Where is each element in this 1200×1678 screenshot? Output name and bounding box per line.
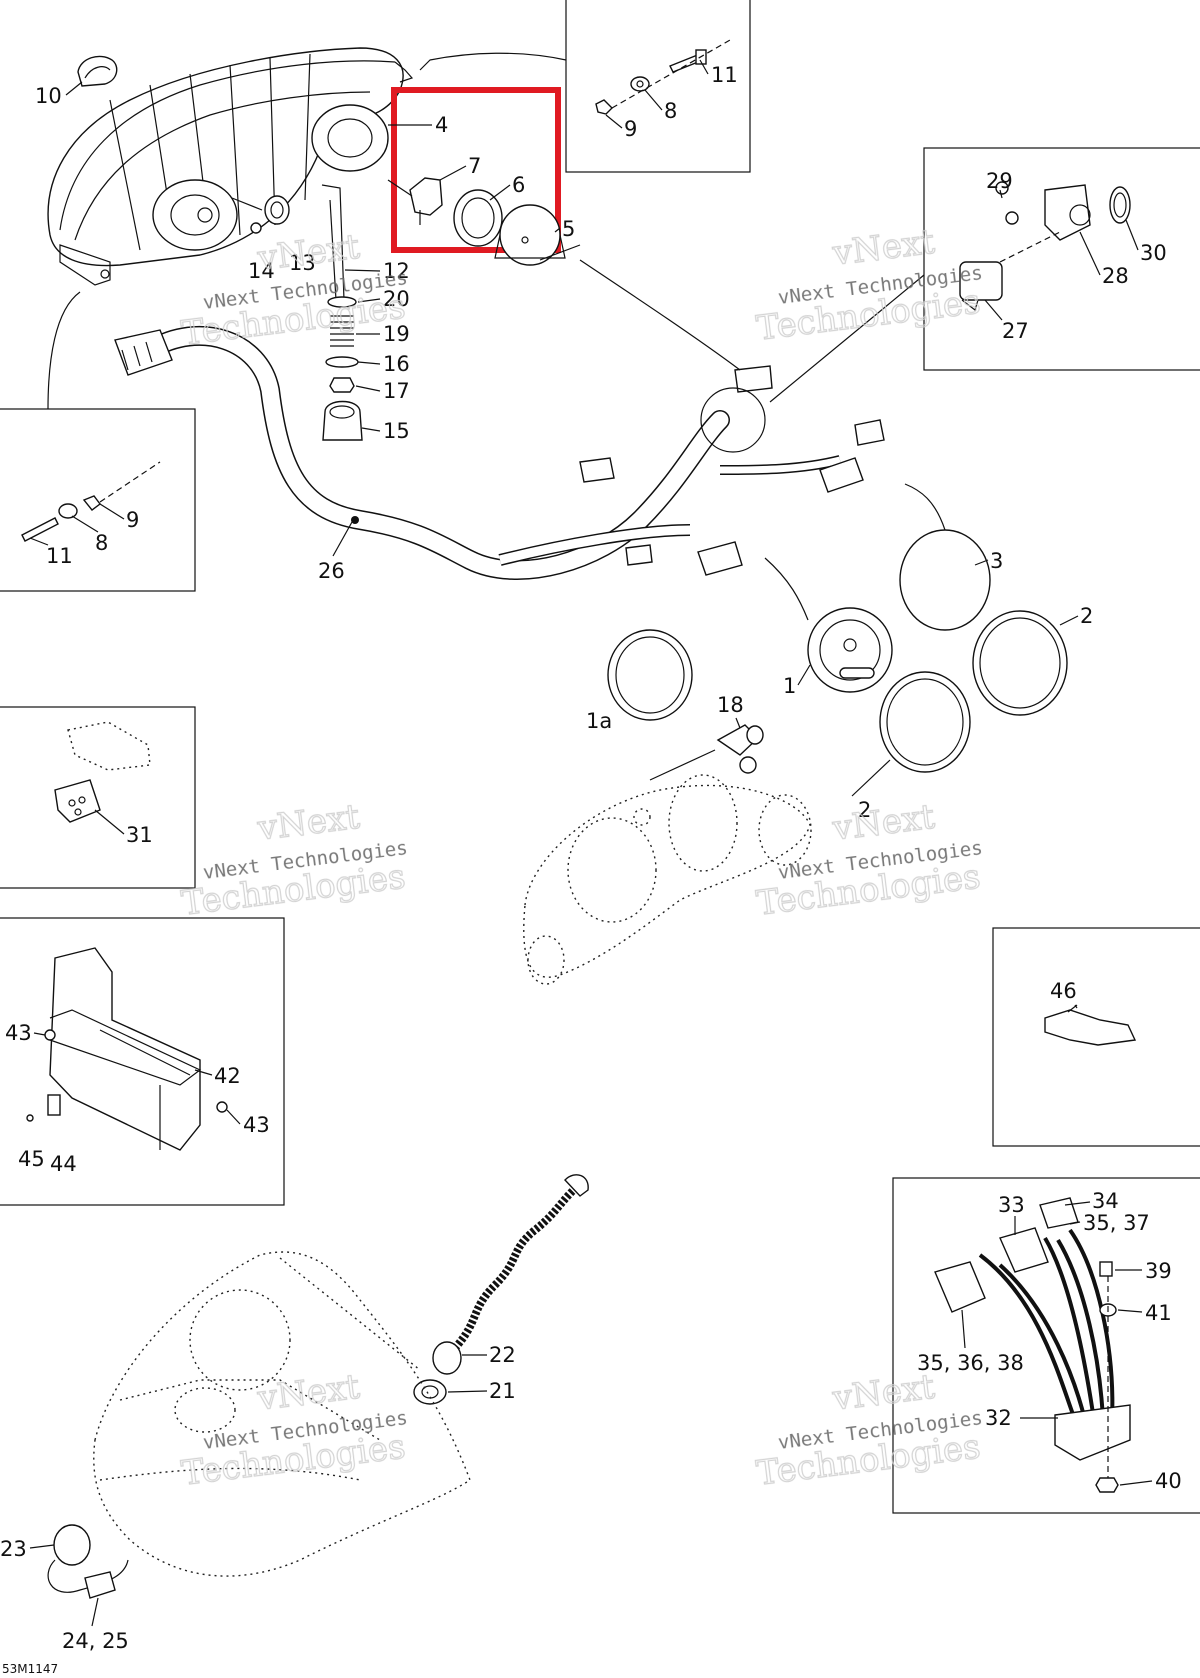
watermark-line1: vNext	[255, 1367, 362, 1419]
callout-13: 13	[289, 251, 316, 275]
callout-12: 12	[383, 259, 410, 283]
leader-arrow-fasteners	[419, 52, 567, 71]
inset-box-relay	[923, 147, 1200, 371]
callout-39: 39	[1145, 1259, 1172, 1283]
callout-8-top: 8	[664, 99, 677, 123]
callout-1a: 1a	[586, 709, 612, 733]
dash-panel	[523, 774, 812, 985]
leader-grommet	[231, 197, 263, 211]
ignition-23	[47, 1524, 129, 1599]
callout-40: 40	[1155, 1469, 1182, 1493]
drawing-code: 53M1147	[2, 1662, 58, 1676]
gauge-cluster-parts	[607, 529, 1068, 773]
callout-11-left: 11	[46, 544, 73, 568]
callout-leaders	[29, 59, 1153, 1627]
callout-labels: 10 4 7 6 5 11 8 9 29 30 28 27 13 14 12 2…	[0, 63, 1182, 1653]
callout-21: 21	[489, 1379, 516, 1403]
callout-10: 10	[35, 84, 62, 108]
callout-7: 7	[468, 154, 481, 178]
callout-46: 46	[1050, 979, 1077, 1003]
callout-8-left: 8	[95, 531, 108, 555]
highlight-box	[391, 87, 561, 253]
leader-cap	[539, 244, 581, 261]
dust-cap-5	[494, 204, 566, 266]
callout-4: 4	[435, 113, 448, 137]
callout-1: 1	[783, 674, 796, 698]
callout-32: 32	[985, 1406, 1012, 1430]
mount-stack	[321, 184, 363, 441]
callout-20: 20	[383, 287, 410, 311]
callout-43-right: 43	[243, 1113, 270, 1137]
callout-11-top: 11	[711, 63, 738, 87]
bracket-42	[26, 947, 228, 1151]
callout-34: 34	[1092, 1189, 1119, 1213]
switch-18	[649, 724, 764, 781]
fastener-parts	[595, 39, 731, 115]
headlight-assembly	[47, 47, 414, 286]
callout-14: 14	[248, 259, 275, 283]
grommet-13-14	[250, 195, 290, 234]
callout-27: 27	[1002, 319, 1029, 343]
bolt-parts	[21, 461, 161, 542]
leader-bolt	[47, 291, 81, 410]
callout-43-left: 43	[5, 1021, 32, 1045]
callout-44: 44	[50, 1152, 77, 1176]
callout-16: 16	[383, 352, 410, 376]
cowl-panel	[93, 1251, 471, 1577]
inset-box-connector	[0, 706, 196, 889]
watermark-group: vNext vNext Technologies Technologies vN…	[179, 221, 984, 1494]
callout-3: 3	[990, 549, 1003, 573]
callout-41: 41	[1145, 1301, 1172, 1325]
inset-box-fasteners	[565, 0, 751, 173]
tether-cord	[413, 1174, 589, 1405]
callout-35-36-38: 35, 36, 38	[917, 1351, 1024, 1375]
watermark-line1: vNext	[255, 227, 362, 279]
callout-29: 29	[986, 169, 1013, 193]
leader-gauge-3	[904, 483, 946, 531]
callout-2-right: 2	[1080, 604, 1093, 628]
callout-22: 22	[489, 1343, 516, 1367]
leader-gauge-1	[764, 557, 809, 621]
callout-9-top: 9	[624, 117, 637, 141]
relay-parts	[959, 181, 1131, 312]
bulb-7	[387, 177, 443, 225]
watermark-line1: vNext	[830, 222, 937, 274]
callout-30: 30	[1140, 241, 1167, 265]
switch-46	[1044, 1004, 1137, 1046]
callout-17: 17	[383, 379, 410, 403]
callout-45: 45	[18, 1147, 45, 1171]
callout-19: 19	[383, 322, 410, 346]
wiring-harness-26	[114, 326, 885, 580]
harness-32	[934, 1197, 1131, 1493]
callout-6: 6	[512, 173, 525, 197]
callout-31: 31	[126, 823, 153, 847]
callout-24-25: 24, 25	[62, 1629, 129, 1653]
callout-23: 23	[0, 1537, 27, 1561]
callout-5: 5	[562, 217, 575, 241]
clip-10	[77, 55, 118, 87]
callout-2-lower: 2	[858, 798, 871, 822]
callout-42: 42	[214, 1064, 241, 1088]
watermark-line1: vNext	[255, 797, 362, 849]
leader-relay	[769, 274, 925, 403]
callout-35-37: 35, 37	[1083, 1211, 1150, 1235]
callout-28: 28	[1102, 264, 1129, 288]
socket-ring-6	[453, 189, 503, 247]
connector-31	[54, 721, 151, 823]
callout-15: 15	[383, 419, 410, 443]
leader-harness-cap	[579, 259, 741, 371]
watermark-line1: vNext	[830, 797, 937, 849]
callout-18: 18	[717, 693, 744, 717]
callout-9-left: 9	[126, 508, 139, 532]
callout-26: 26	[318, 559, 345, 583]
callout-33: 33	[998, 1193, 1025, 1217]
